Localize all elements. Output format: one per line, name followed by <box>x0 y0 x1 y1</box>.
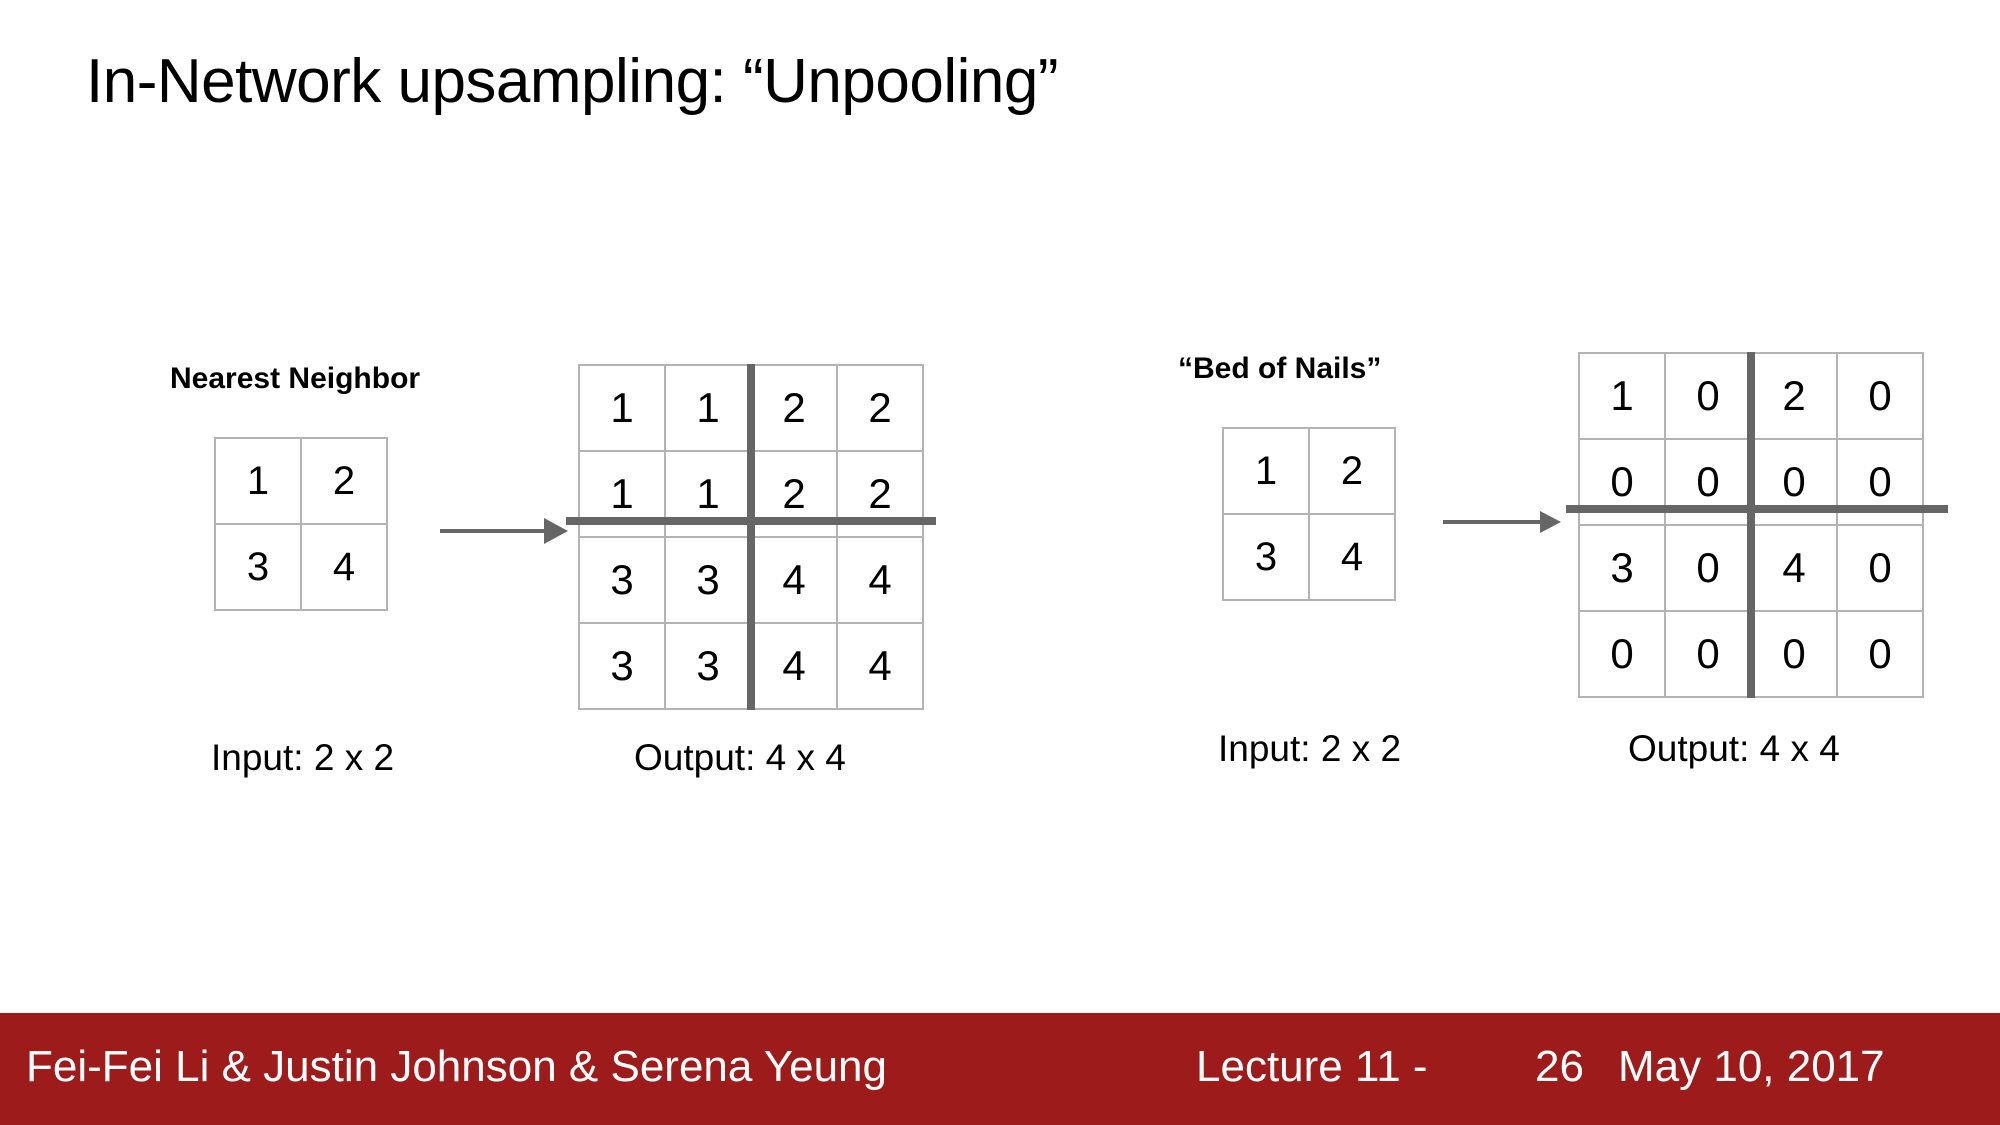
grid-cell: 0 <box>1666 354 1752 440</box>
output-caption-nearest-neighbor: Output: 4 x 4 <box>634 737 846 778</box>
input-caption-bed-of-nails: Input: 2 x 2 <box>1218 728 1402 769</box>
grid-cell: 0 <box>1666 440 1752 526</box>
block-divider-horizontal <box>1566 505 1948 513</box>
grid-cell: 1 <box>666 366 752 452</box>
grid-cell: 0 <box>1838 526 1924 612</box>
input-grid-bed-of-nails: 1 2 3 4 <box>1222 427 1396 601</box>
grid-cell: 2 <box>838 452 924 538</box>
grid-cell: 4 <box>838 624 924 710</box>
arrow-right-icon <box>440 518 568 544</box>
grid-cell: 0 <box>1838 440 1924 526</box>
grid-cell: 3 <box>1580 526 1666 612</box>
grid-cell: 4 <box>752 538 838 624</box>
input-grid-nearest-neighbor: 1 2 3 4 <box>214 437 388 611</box>
grid-cell: 1 <box>580 452 666 538</box>
block-divider-horizontal <box>566 517 936 525</box>
panel-nearest-neighbor: Nearest Neighbor 1 2 3 4 1 1 2 2 1 1 2 2… <box>0 0 1000 1013</box>
grid-cell: 3 <box>580 624 666 710</box>
grid-cell: 2 <box>752 452 838 538</box>
panel-bed-of-nails: “Bed of Nails” <box>1000 0 2000 1013</box>
grid-cell: 3 <box>666 624 752 710</box>
grid-cell: 2 <box>1310 429 1396 515</box>
footer-lecture-label: Lecture 11 - <box>1196 1042 1428 1091</box>
grid-cell: 1 <box>666 452 752 538</box>
footer-slide-number: 26 <box>1535 1042 1584 1091</box>
page-title: In-Network upsampling: “Unpooling” <box>86 47 1059 116</box>
arrow-head <box>544 518 568 544</box>
grid-cell: 2 <box>838 366 924 452</box>
grid-cell: 2 <box>302 439 388 525</box>
grid-cell: 3 <box>580 538 666 624</box>
grid-cell: 4 <box>1310 515 1396 601</box>
output-caption-bed-of-nails: Output: 4 x 4 <box>1628 728 1840 769</box>
grid-cell: 3 <box>1224 515 1310 601</box>
footer-authors: Fei-Fei Li & Justin Johnson & Serena Yeu… <box>26 1042 887 1091</box>
block-divider-vertical <box>747 364 755 710</box>
block-divider-vertical <box>1747 352 1755 698</box>
grid-cell: 4 <box>752 624 838 710</box>
grid-cell: 4 <box>302 525 388 611</box>
grid-cell: 3 <box>666 538 752 624</box>
grid-cell: 0 <box>1752 612 1838 698</box>
grid-cell: 4 <box>1752 526 1838 612</box>
grid-cell: 3 <box>216 525 302 611</box>
arrow-shaft <box>1443 520 1541 524</box>
grid-cell: 2 <box>1752 354 1838 440</box>
footer-date: May 10, 2017 <box>1618 1042 1885 1091</box>
grid-cell: 0 <box>1580 440 1666 526</box>
grid-cell: 0 <box>1838 612 1924 698</box>
arrow-right-icon <box>1443 510 1561 534</box>
panel-heading-nearest-neighbor: Nearest Neighbor <box>170 362 421 395</box>
grid-cell: 0 <box>1666 612 1752 698</box>
grid-cell: 1 <box>1224 429 1310 515</box>
arrow-head <box>1540 511 1561 533</box>
grid-cell: 1 <box>1580 354 1666 440</box>
arrow-shaft <box>440 529 548 533</box>
input-caption-nearest-neighbor: Input: 2 x 2 <box>211 737 395 778</box>
grid-cell: 4 <box>838 538 924 624</box>
grid-cell: 0 <box>1666 526 1752 612</box>
footer-bar: Fei-Fei Li & Justin Johnson & Serena Yeu… <box>0 1013 2000 1125</box>
grid-cell: 0 <box>1580 612 1666 698</box>
grid-cell: 1 <box>216 439 302 525</box>
panel-heading-bed-of-nails: “Bed of Nails” <box>1178 352 1382 385</box>
grid-cell: 2 <box>752 366 838 452</box>
grid-cell: 1 <box>580 366 666 452</box>
grid-cell: 0 <box>1752 440 1838 526</box>
grid-cell: 0 <box>1838 354 1924 440</box>
